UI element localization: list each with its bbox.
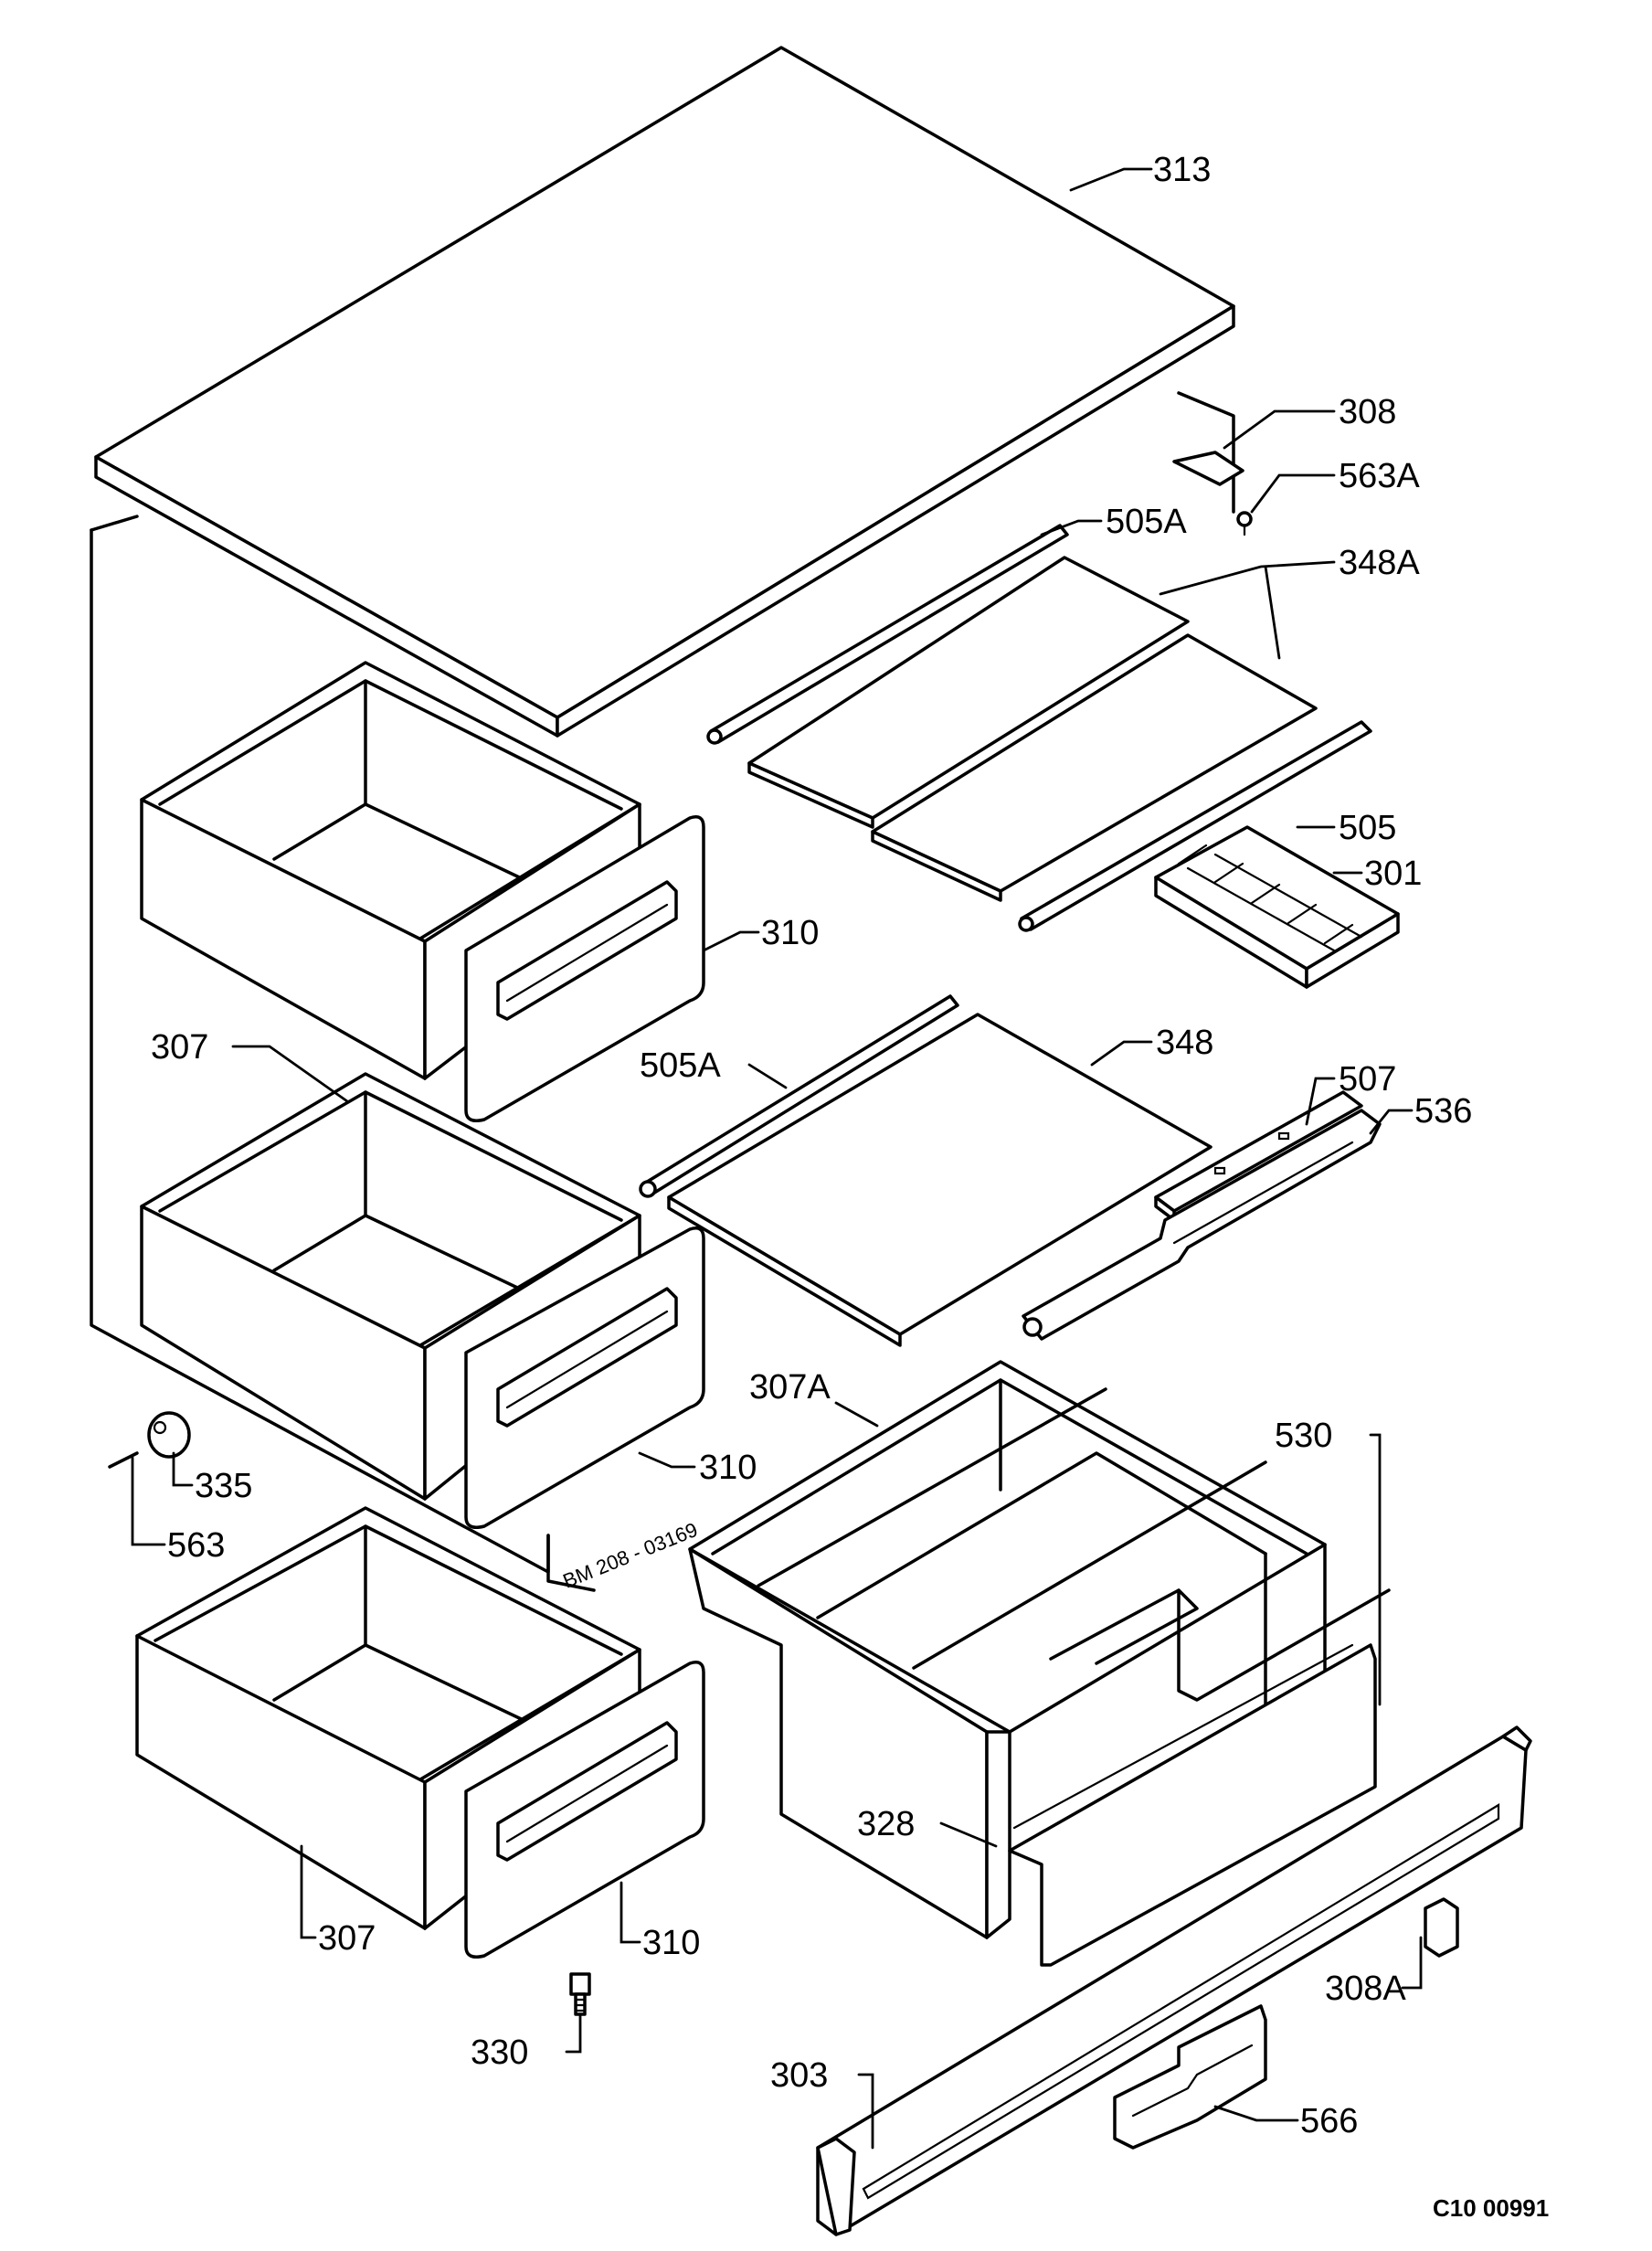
part-348a-shelf-panels [747, 556, 1318, 902]
callout-307-mid: 307 [151, 1028, 208, 1067]
callout-307a: 307A [749, 1368, 831, 1407]
callout-labels: 313 308 563A 505A 348A 505 301 310 307 5… [151, 151, 1472, 2140]
stamp-text: BM 208 - 03169 [560, 1518, 702, 1593]
callout-310-mid: 310 [699, 1449, 757, 1487]
callout-310-top: 310 [761, 914, 819, 952]
part-563a-screw [1236, 511, 1253, 536]
callout-505a-top: 505A [1106, 503, 1187, 541]
part-505-strip [1018, 720, 1372, 932]
callout-303: 303 [770, 2056, 828, 2095]
part-348-glass-shelf [667, 1013, 1213, 1347]
part-505a-top-strip [706, 524, 1069, 745]
part-310-drawer-front-top [464, 815, 705, 1122]
callout-348: 348 [1156, 1024, 1213, 1062]
leader-lines [131, 167, 1423, 2150]
callout-330: 330 [471, 2033, 528, 2072]
callout-530: 530 [1275, 1417, 1332, 1455]
part-566-handle-bracket [1113, 2004, 1267, 2150]
part-328-crisper-front [1008, 1643, 1377, 1967]
part-507-bracket [1154, 1090, 1363, 1222]
callout-505: 505 [1339, 809, 1396, 847]
callout-536: 536 [1414, 1092, 1472, 1131]
part-530-wire-divider [1049, 1588, 1391, 1702]
part-313-top-cover [94, 46, 1235, 738]
part-308a-clip [1424, 1897, 1459, 1958]
callout-335: 335 [195, 1467, 252, 1505]
part-335-knob [147, 1411, 191, 1459]
callout-563: 563 [167, 1526, 225, 1565]
callout-563a: 563A [1339, 457, 1420, 495]
callout-310-bot: 310 [642, 1924, 700, 1962]
part-307a-crisper-drawer [688, 1360, 1327, 1939]
part-505a-mid-strip [639, 994, 959, 1198]
callout-507: 507 [1339, 1060, 1396, 1099]
callout-328: 328 [857, 1805, 915, 1843]
part-310-drawer-front-bottom [464, 1661, 705, 1959]
cabinet-outline [90, 391, 1235, 1592]
callout-505a-mid: 505A [640, 1046, 721, 1085]
part-563-pin [108, 1451, 139, 1469]
callout-308a: 308A [1325, 1970, 1406, 2008]
part-330-bolt [569, 1972, 591, 2016]
part-303-base-strip [816, 1725, 1532, 2236]
callout-566: 566 [1300, 2102, 1358, 2140]
callout-308: 308 [1339, 393, 1396, 431]
part-310-drawer-front-mid [464, 1226, 705, 1529]
callout-301: 301 [1364, 855, 1422, 893]
callout-307-bot: 307 [318, 1919, 376, 1958]
callout-348a: 348A [1339, 544, 1420, 582]
callout-313: 313 [1153, 151, 1211, 189]
part-536-rail [1022, 1109, 1382, 1341]
drawing-number: C10 00991 [1433, 2194, 1549, 2222]
part-301-ice-tray [1154, 825, 1400, 989]
part-308-clip [1172, 451, 1244, 486]
